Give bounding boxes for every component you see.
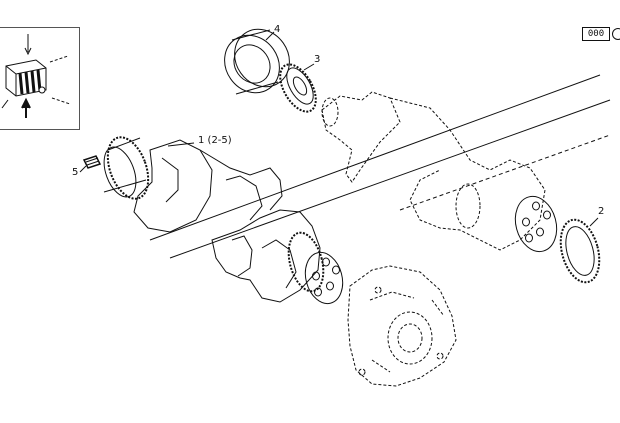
- circle-mark-icon: [612, 28, 620, 40]
- pin-part-5: [82, 155, 102, 169]
- callout-5: 5: [72, 167, 79, 178]
- leader-line-3: [303, 63, 315, 71]
- reluctor-ring-part-2: [559, 218, 601, 284]
- crankshaft-upper: [321, 91, 546, 251]
- callout-3: 3: [314, 54, 321, 65]
- callout-1: 1 (2-5): [198, 135, 232, 146]
- leader-line-4: [265, 31, 275, 41]
- leader-line-2: [589, 217, 599, 227]
- callout-4: 4: [274, 24, 281, 35]
- engine-thumbnail[interactable]: [0, 27, 80, 130]
- section-line: [399, 134, 611, 211]
- crankshaft-flange-right: [514, 195, 558, 253]
- callout-2: 2: [598, 206, 605, 217]
- section-line: [149, 74, 601, 241]
- page-number-box: 000: [582, 27, 610, 41]
- crankshaft-front: [103, 136, 344, 305]
- timing-gear-part-3: [279, 63, 317, 113]
- leader-line-5: [79, 165, 87, 173]
- engine-block-thumbnail-icon: [1, 34, 71, 118]
- section-line: [169, 99, 611, 259]
- front-cover-housing: [347, 265, 457, 387]
- seal-ring-part-4: [224, 28, 290, 95]
- leader-line-1: [167, 142, 195, 147]
